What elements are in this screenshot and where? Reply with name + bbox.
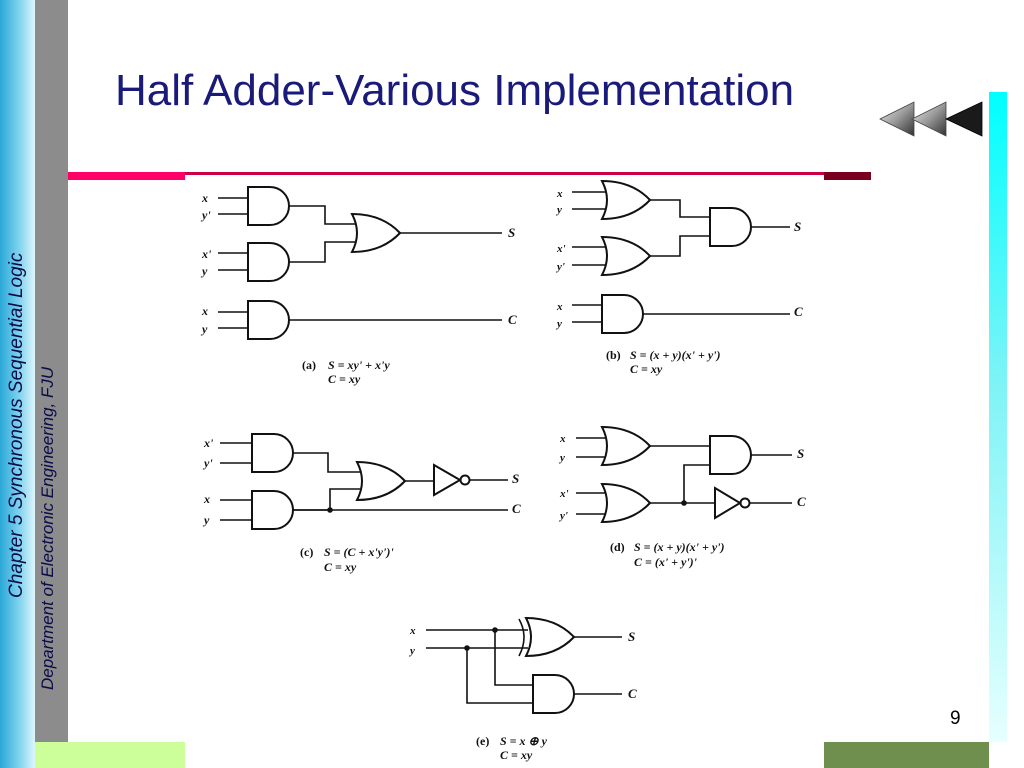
and-gate <box>532 674 575 714</box>
or-gate <box>351 213 401 253</box>
output-label: S <box>508 225 515 240</box>
and-gate <box>251 490 294 530</box>
not-gate <box>433 463 463 497</box>
input-label: y <box>408 645 415 657</box>
input-label: y <box>200 264 208 278</box>
equation-sum: S = (x + y)(x' + y') <box>630 348 721 362</box>
output-label: S <box>794 219 801 234</box>
output-label: C <box>794 304 803 319</box>
half-adder-diagrams: x y' x' y x y S C (a) S = xy' + x'y C = … <box>200 180 806 762</box>
input-label: x' <box>559 488 569 500</box>
title-underline-accent <box>68 172 185 180</box>
input-label: x' <box>203 436 214 450</box>
and-gate <box>601 294 644 334</box>
input-label: y <box>558 452 565 464</box>
and-gate <box>247 242 290 282</box>
caption-tag: (d) <box>610 540 625 554</box>
input-label: y' <box>555 261 565 273</box>
caption-tag: (a) <box>302 358 316 372</box>
or-gate <box>356 461 406 501</box>
inversion-bubble <box>739 497 751 509</box>
input-label: y' <box>558 510 568 522</box>
footer-right-green-block <box>824 742 989 768</box>
input-label: x' <box>556 243 566 255</box>
inversion-bubble <box>459 474 471 486</box>
and-gate <box>709 207 752 247</box>
input-label: y <box>555 204 562 216</box>
slide-title: Half Adder-Various Implementation <box>115 66 795 115</box>
equation-sum: S = x ⊕ y <box>500 734 548 748</box>
back-arrow-icon[interactable] <box>945 101 983 137</box>
left-gray-strip <box>35 0 68 742</box>
circuit-a: x y' x' y x y S C (a) S = xy' + x'y C = … <box>200 186 517 386</box>
input-label: y <box>200 322 208 336</box>
title-underline <box>185 172 824 175</box>
output-label: C <box>797 494 806 509</box>
output-label: S <box>797 446 804 461</box>
input-label: x <box>409 625 416 637</box>
circuit-c: x' y' x y S C (c) S = (C + x'y')' C = xy <box>202 433 521 574</box>
input-label: x <box>559 433 566 445</box>
input-label: y' <box>202 456 213 470</box>
title-underline-end <box>824 172 871 180</box>
output-label: C <box>508 312 517 327</box>
input-label: x <box>201 191 208 205</box>
input-label: x <box>556 188 563 200</box>
equation-sum: S = (C + x'y')' <box>324 545 394 559</box>
page-number: 9 <box>950 708 961 729</box>
circuit-b: x y x' y' x y S C (b) S = (x + y)(x' + y… <box>555 180 803 376</box>
and-gate <box>251 433 294 473</box>
equation-carry: C = xy <box>324 560 357 574</box>
output-label: S <box>512 471 519 486</box>
circuit-e: x y S C (e) S = x ⊕ y C = xy <box>408 617 637 762</box>
equation-sum: S = (x + y)(x' + y') <box>634 540 725 554</box>
input-label: y <box>202 513 210 527</box>
equation-carry: C = (x' + y')' <box>634 555 698 569</box>
caption-tag: (e) <box>476 734 489 748</box>
vertical-chapter-title: Chapter 5 Synchronous Sequential Logic <box>6 252 27 598</box>
and-gate <box>709 435 752 475</box>
not-gate <box>714 486 742 520</box>
input-label: y' <box>200 208 211 222</box>
circuit-d: x y x' y' S C (d) S = (x + y)(x' + y') C… <box>558 426 806 569</box>
output-label: C <box>628 686 637 701</box>
equation-carry: C = xy <box>630 362 663 376</box>
input-label: x <box>201 304 208 318</box>
back-arrow-icon[interactable] <box>911 101 947 137</box>
junction-dot <box>327 507 333 513</box>
xor-gate <box>525 617 575 657</box>
input-label: x' <box>201 247 212 261</box>
navigation-arrows[interactable] <box>878 98 988 140</box>
output-label: S <box>628 629 635 644</box>
junction-dot <box>681 500 687 506</box>
or-gate <box>601 180 651 220</box>
and-gate <box>247 186 290 226</box>
or-gate <box>601 426 651 466</box>
equation-carry: C = xy <box>500 748 533 762</box>
xor-input-arc <box>518 618 525 657</box>
caption-tag: (b) <box>606 348 621 362</box>
input-label: x <box>556 301 563 313</box>
rewind-arrow-icon[interactable] <box>879 101 915 137</box>
equation-carry: C = xy <box>328 372 361 386</box>
vertical-department: Department of Electronic Engineering, FJ… <box>38 366 57 690</box>
output-label: C <box>512 501 521 516</box>
input-label: x <box>203 492 210 506</box>
right-cyan-bar <box>989 92 1007 742</box>
equation-sum: S = xy' + x'y <box>328 358 390 372</box>
and-gate <box>247 300 290 340</box>
caption-tag: (c) <box>300 545 313 559</box>
input-label: y <box>555 318 562 330</box>
or-gate <box>601 236 651 276</box>
footer-left-green-block <box>35 742 185 768</box>
or-gate <box>601 483 651 523</box>
left-decor-bar <box>0 0 35 768</box>
